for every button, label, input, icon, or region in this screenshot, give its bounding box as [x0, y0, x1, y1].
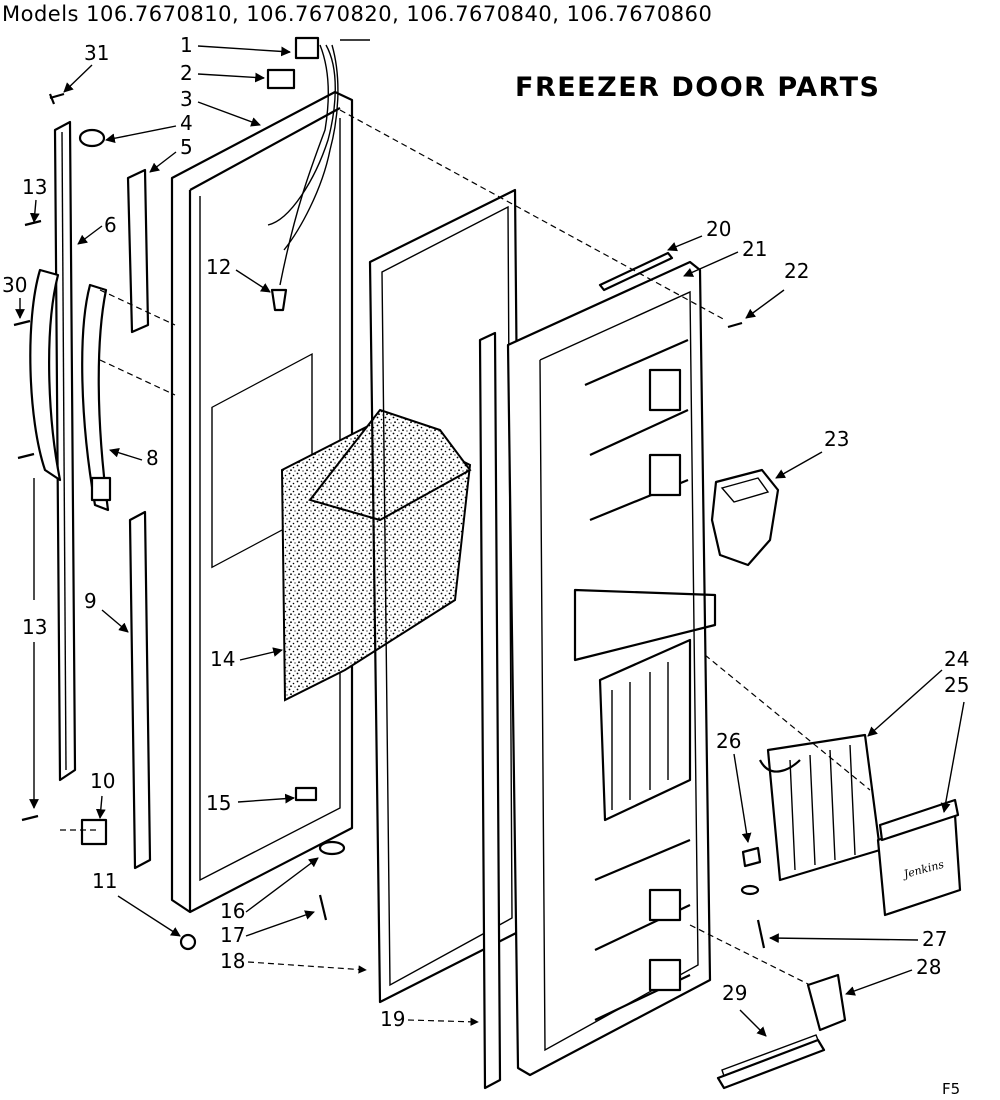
callout-30: 30 — [2, 273, 27, 319]
handle-trim-strip — [53, 120, 77, 782]
callout-19: 19 — [380, 1007, 479, 1031]
screws — [13, 92, 743, 921]
diagram-title: FREEZER DOOR PARTS — [515, 72, 881, 103]
svg-text:6: 6 — [104, 213, 117, 237]
callout-10: 10 — [90, 769, 115, 819]
door-liner — [506, 260, 717, 1077]
svg-text:16: 16 — [220, 899, 245, 923]
svg-text:30: 30 — [2, 273, 27, 297]
svg-text:26: 26 — [716, 729, 741, 753]
svg-text:12: 12 — [206, 255, 231, 279]
svg-text:11: 11 — [92, 869, 117, 893]
svg-text:24: 24 — [944, 647, 969, 671]
svg-text:21: 21 — [742, 237, 767, 261]
dispenser-insulation-block — [280, 408, 472, 702]
lower-hardware — [716, 846, 847, 1090]
ice-chute — [710, 468, 780, 567]
liner-top-strip — [598, 251, 674, 292]
door-handle — [29, 268, 112, 512]
outer-door-panel — [170, 90, 354, 914]
svg-text:19: 19 — [380, 1007, 405, 1031]
alignment-lines — [60, 109, 871, 986]
svg-text:8: 8 — [146, 446, 159, 470]
svg-text:31: 31 — [84, 41, 109, 65]
callout-15: 15 — [206, 791, 295, 815]
callout-24: 24 — [867, 647, 969, 737]
svg-text:20: 20 — [706, 217, 731, 241]
callout-1: 1 — [180, 33, 291, 57]
callout-2: 2 — [180, 61, 265, 85]
svg-text:29: 29 — [722, 981, 747, 1005]
callout-27: 27 — [769, 927, 947, 951]
callout-11: 11 — [92, 869, 181, 937]
models-header: Models 106.7670810, 106.7670820, 106.767… — [2, 2, 713, 26]
svg-text:27: 27 — [922, 927, 947, 951]
svg-text:13: 13 — [22, 615, 47, 639]
svg-text:10: 10 — [90, 769, 115, 793]
svg-text:22: 22 — [784, 259, 809, 283]
callout-12: 12 — [206, 255, 271, 293]
callout-13a: 13 — [22, 175, 47, 223]
callout-31: 31 — [63, 41, 109, 93]
svg-text:28: 28 — [916, 955, 941, 979]
trim-pieces — [126, 168, 152, 870]
svg-text:4: 4 — [180, 111, 193, 135]
callout-29: 29 — [722, 981, 767, 1037]
callout-20: 20 — [667, 217, 731, 252]
svg-text:1: 1 — [180, 33, 193, 57]
dispenser-trim-panel: Jenkins — [876, 798, 962, 917]
part-callouts: 1 2 3 4 5 31 13 6 — [2, 33, 969, 1037]
figure-code: F5 — [942, 1080, 961, 1098]
svg-text:13: 13 — [22, 175, 47, 199]
wire-harness — [267, 39, 370, 286]
callout-3: 3 — [180, 87, 261, 127]
callout-22: 22 — [745, 259, 809, 319]
svg-text:17: 17 — [220, 923, 245, 947]
callout-21: 21 — [683, 237, 767, 277]
callout-18: 18 — [220, 949, 367, 974]
svg-text:9: 9 — [84, 589, 97, 613]
svg-text:14: 14 — [210, 647, 235, 671]
svg-text:18: 18 — [220, 949, 245, 973]
callout-16: 16 — [220, 857, 319, 923]
callout-13b: 13 — [22, 478, 47, 809]
callout-8: 8 — [109, 446, 159, 470]
breaker-strip — [478, 331, 502, 1090]
callout-26: 26 — [716, 729, 752, 843]
callout-9: 9 — [84, 589, 129, 633]
dispenser-heater-bracket — [759, 733, 882, 882]
connector-clips — [78, 36, 346, 951]
callout-23: 23 — [775, 427, 849, 479]
svg-text:25: 25 — [944, 673, 969, 697]
svg-text:5: 5 — [180, 135, 193, 159]
callout-28: 28 — [845, 955, 941, 996]
callout-14: 14 — [210, 647, 283, 671]
callout-6: 6 — [77, 213, 117, 245]
callout-4: 4 — [105, 111, 193, 144]
svg-text:23: 23 — [824, 427, 849, 451]
callout-5: 5 — [149, 135, 193, 173]
svg-text:2: 2 — [180, 61, 193, 85]
callout-17: 17 — [220, 910, 315, 947]
svg-text:15: 15 — [206, 791, 231, 815]
svg-text:3: 3 — [180, 87, 193, 111]
callout-25: 25 — [940, 673, 969, 813]
